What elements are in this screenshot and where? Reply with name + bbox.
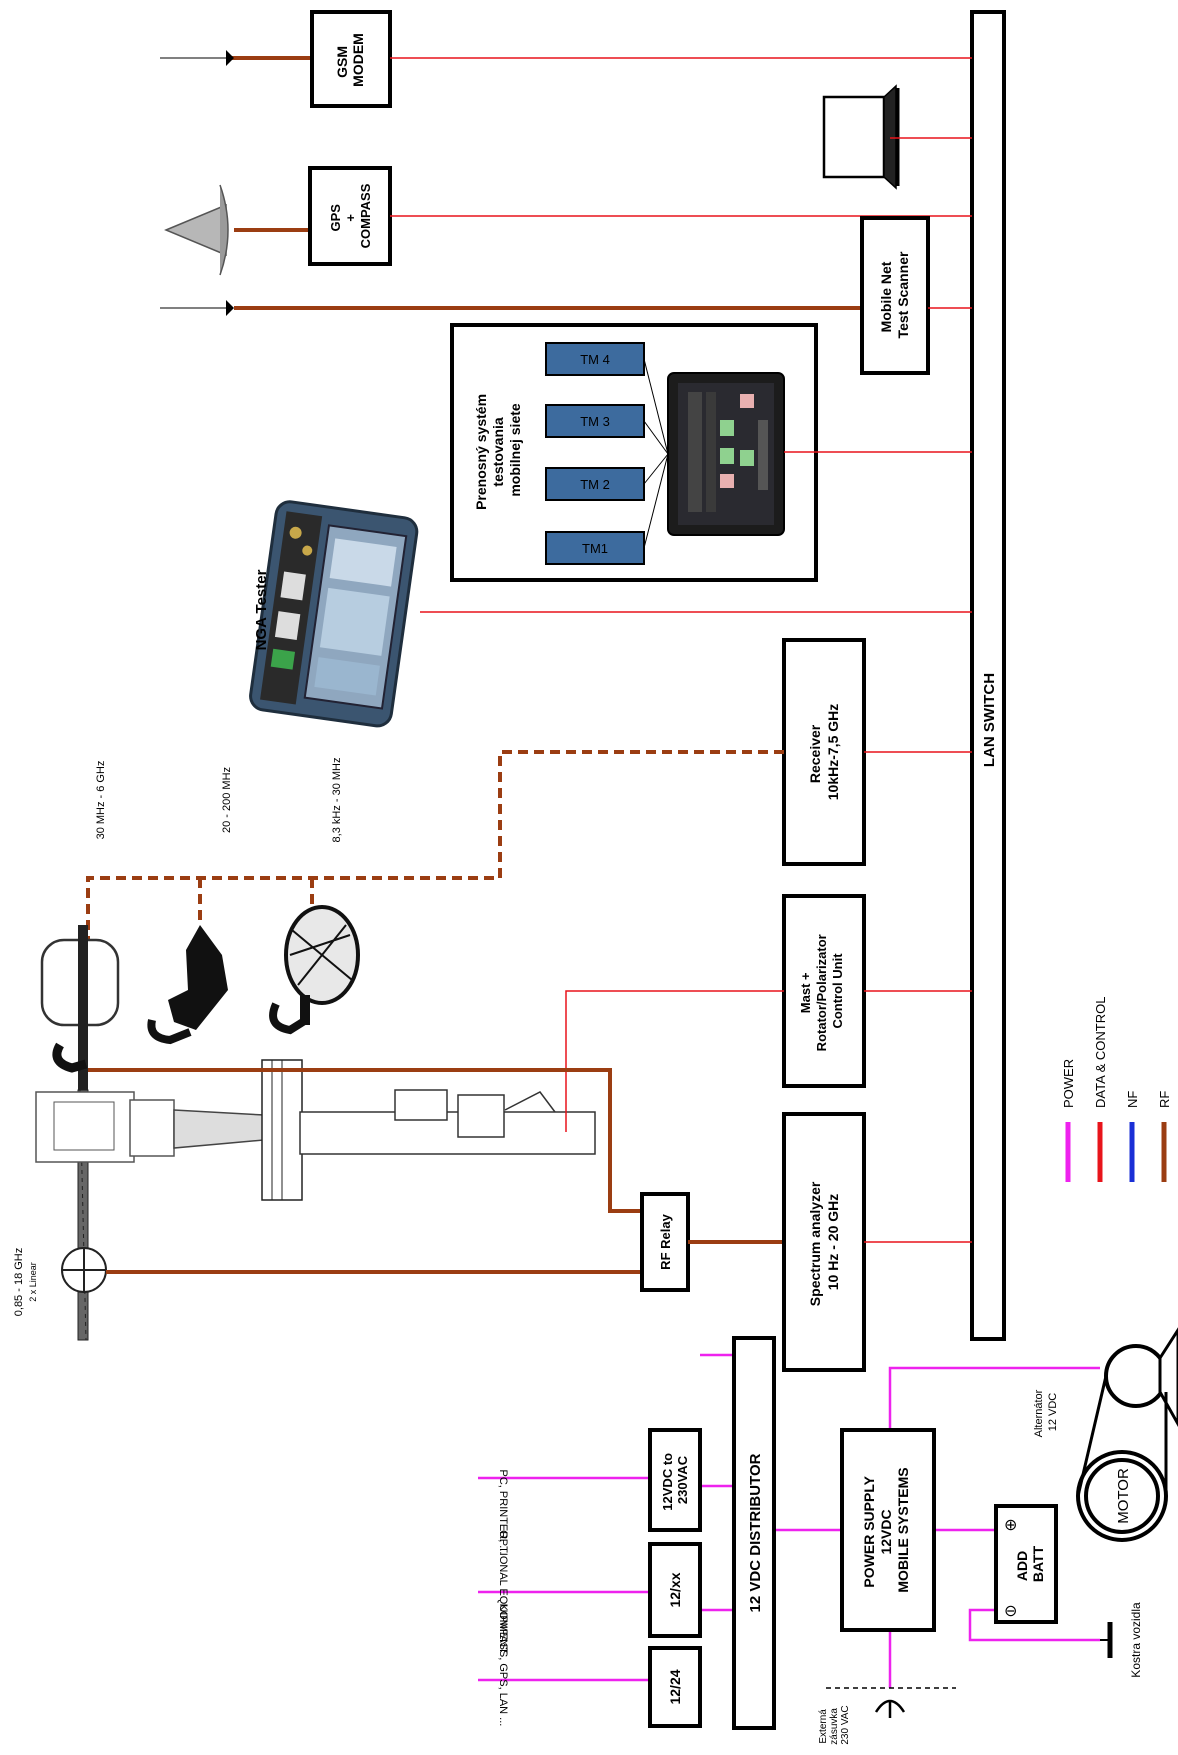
spectrum-analyzer-box: [784, 1114, 864, 1370]
tablet-icon: [668, 373, 784, 535]
battery-minus-icon: ⊖: [1004, 1603, 1017, 1620]
external-socket-label: Externá zásuvka 230 VAC: [818, 1705, 851, 1744]
antenna-8khz-30mhz-icon: [273, 907, 358, 1030]
tm-module-label: TM 3: [580, 414, 610, 429]
svg-text:POWER: POWER: [1061, 1059, 1076, 1108]
svg-text:NF: NF: [1125, 1091, 1140, 1108]
motor-label: MOTOR: [1115, 1468, 1132, 1524]
antenna-20-200mhz-icon: [151, 925, 228, 1040]
antenna-mast-icon: [36, 1060, 595, 1340]
kostra-vozidla-label: Kostra vozidla: [1129, 1602, 1143, 1678]
legend-item-power: POWER: [1061, 1059, 1076, 1182]
alternator-label: Alternátor 12 VDC: [1033, 1387, 1059, 1438]
antenna-label-30mhz-6ghz: 30 MHz - 6 GHz: [95, 761, 107, 840]
converter-12xx-label: 12/xx: [667, 1572, 683, 1607]
tm-module-label: TM 2: [580, 477, 610, 492]
mobile-net-scanner-label: Mobile Net Test Scanner: [878, 251, 911, 338]
receiver-box: [784, 640, 864, 864]
gsm-modem-group: GSM MODEM: [160, 12, 972, 106]
legend-item-data-control: DATA & CONTROL: [1093, 997, 1108, 1182]
distributor-label: 12 VDC DISTRIBUTOR: [747, 1453, 764, 1612]
mast-control-group: Mast + Rotator/Polarizator Control Unit: [566, 896, 972, 1132]
converter-1224-label: 12/24: [667, 1669, 683, 1704]
antenna-0-85-18ghz-icon: [62, 1248, 106, 1292]
add-batt-label: ADD BATT: [1014, 1545, 1046, 1582]
svg-text:DATA & CONTROL: DATA & CONTROL: [1093, 997, 1108, 1108]
output-label-kompass: KOMPASS, GPS, LAN ...: [497, 1604, 509, 1727]
gps-antenna-icon: [166, 205, 226, 255]
lan-switch-label: LAN SWITCH: [981, 673, 998, 767]
legend-item-rf: RF: [1157, 1091, 1172, 1182]
antenna-30mhz-6ghz-icon: [42, 925, 118, 1090]
nga-tester-device-icon: [249, 500, 419, 728]
legend: POWER DATA & CONTROL NF RF: [1061, 997, 1172, 1182]
antenna-label-0-85-18ghz: 0,85 - 18 GHz: [13, 1248, 25, 1316]
legend-item-nf: NF: [1125, 1091, 1140, 1182]
gsm-antenna-icon: [226, 50, 234, 66]
rf-relay-label: RF Relay: [658, 1213, 673, 1269]
tm-module-label: TM 4: [580, 352, 610, 367]
svg-text:RF: RF: [1157, 1091, 1172, 1108]
gps-compass-group: GPS + COMPASS: [166, 168, 972, 275]
inverter-230vac-label: 12VDC to 230VAC: [660, 1449, 690, 1510]
tm-module-label: TM1: [582, 541, 608, 556]
spectrum-analyzer-group: Spectrum analyzer 10 Hz - 20 GHz: [784, 1114, 972, 1370]
antenna-label-8khz-30mhz: 8,3 kHz - 30 MHz: [331, 758, 343, 843]
scanner-antenna-icon: [226, 300, 234, 316]
laptop-icon: [824, 86, 972, 188]
battery-plus-icon: ⊕: [1004, 1517, 1017, 1534]
antenna-label-20-200mhz: 20 - 200 MHz: [221, 767, 233, 833]
nga-tester-label: NGA Tester: [253, 569, 270, 650]
antenna-label-2x-linear: 2 x Linear: [28, 1262, 38, 1302]
